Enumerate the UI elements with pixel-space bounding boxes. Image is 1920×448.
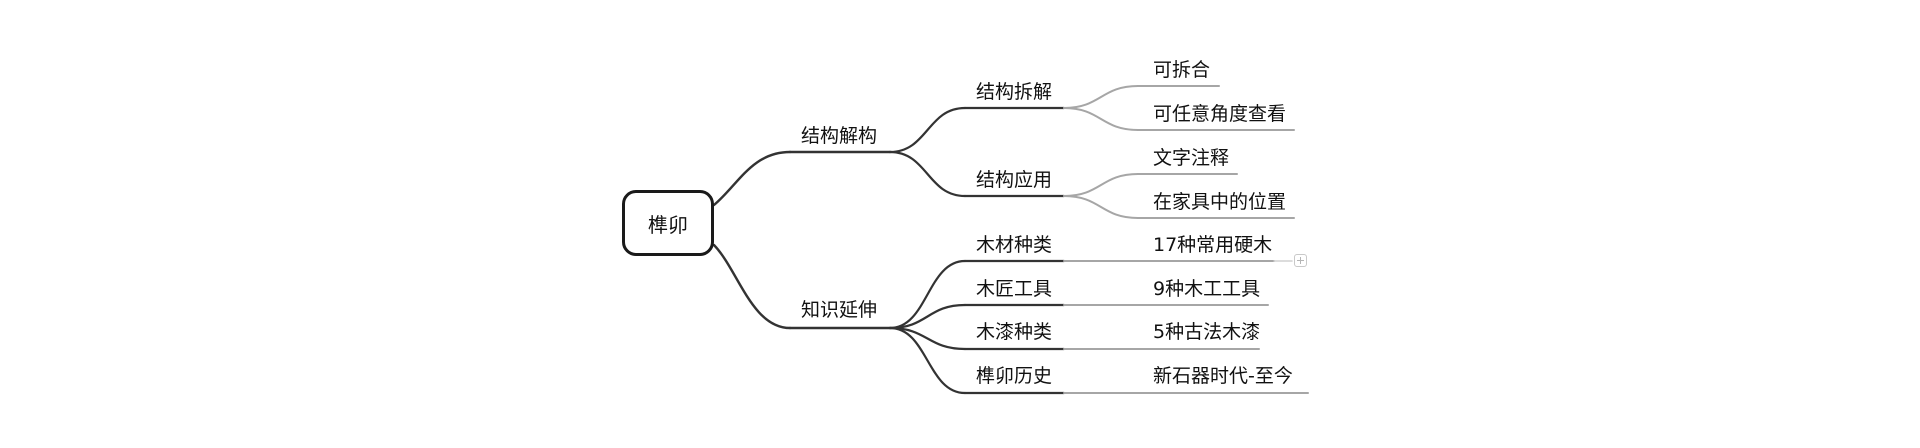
connector-to-extension-item-2 — [888, 326, 967, 351]
leaf-detachable[interactable]: 可拆合 — [1153, 59, 1211, 81]
connector-to-extension-item-3 — [888, 326, 967, 395]
node-wood-types[interactable]: 木材种类 — [976, 234, 1053, 256]
connector-to-disassembly — [888, 106, 967, 154]
root-node-label: 榫卯 — [648, 212, 688, 237]
leaf-text-annotation[interactable]: 文字注释 — [1153, 147, 1230, 169]
connector-to-extension-item-1 — [888, 303, 967, 330]
node-mortise-history[interactable]: 榫卯历史 — [976, 365, 1053, 387]
branch-node-structure-analysis[interactable]: 结构解构 — [801, 125, 878, 147]
connector-to-position — [1063, 195, 1139, 219]
connector-to-detachable — [1063, 85, 1139, 109]
node-carpentry-tools[interactable]: 木匠工具 — [976, 278, 1053, 300]
connector-to-annotation — [1063, 173, 1139, 197]
node-lacquer-types[interactable]: 木漆种类 — [976, 321, 1053, 343]
connector-root-to-knowledge — [712, 243, 792, 330]
leaf-17-hardwoods[interactable]: 17种常用硬木 — [1153, 234, 1273, 256]
leaf-9-tools[interactable]: 9种木工工具 — [1153, 278, 1261, 300]
plus-square-icon[interactable] — [1294, 254, 1307, 267]
root-node[interactable]: 榫卯 — [622, 190, 714, 256]
node-structure-application[interactable]: 结构应用 — [976, 169, 1053, 191]
connector-to-extension-item-0 — [888, 259, 967, 330]
leaf-any-angle-view[interactable]: 可任意角度查看 — [1153, 103, 1287, 125]
connector-to-any-angle — [1063, 107, 1139, 131]
node-structure-disassembly[interactable]: 结构拆解 — [976, 81, 1053, 103]
leaf-5-lacquers[interactable]: 5种古法木漆 — [1153, 321, 1261, 343]
connector-to-application — [888, 150, 967, 198]
leaf-neolithic-to-present[interactable]: 新石器时代-至今 — [1153, 365, 1293, 387]
branch-node-knowledge-extension[interactable]: 知识延伸 — [801, 299, 878, 321]
connector-root-to-structure — [712, 150, 792, 207]
leaf-furniture-position[interactable]: 在家具中的位置 — [1153, 191, 1287, 213]
